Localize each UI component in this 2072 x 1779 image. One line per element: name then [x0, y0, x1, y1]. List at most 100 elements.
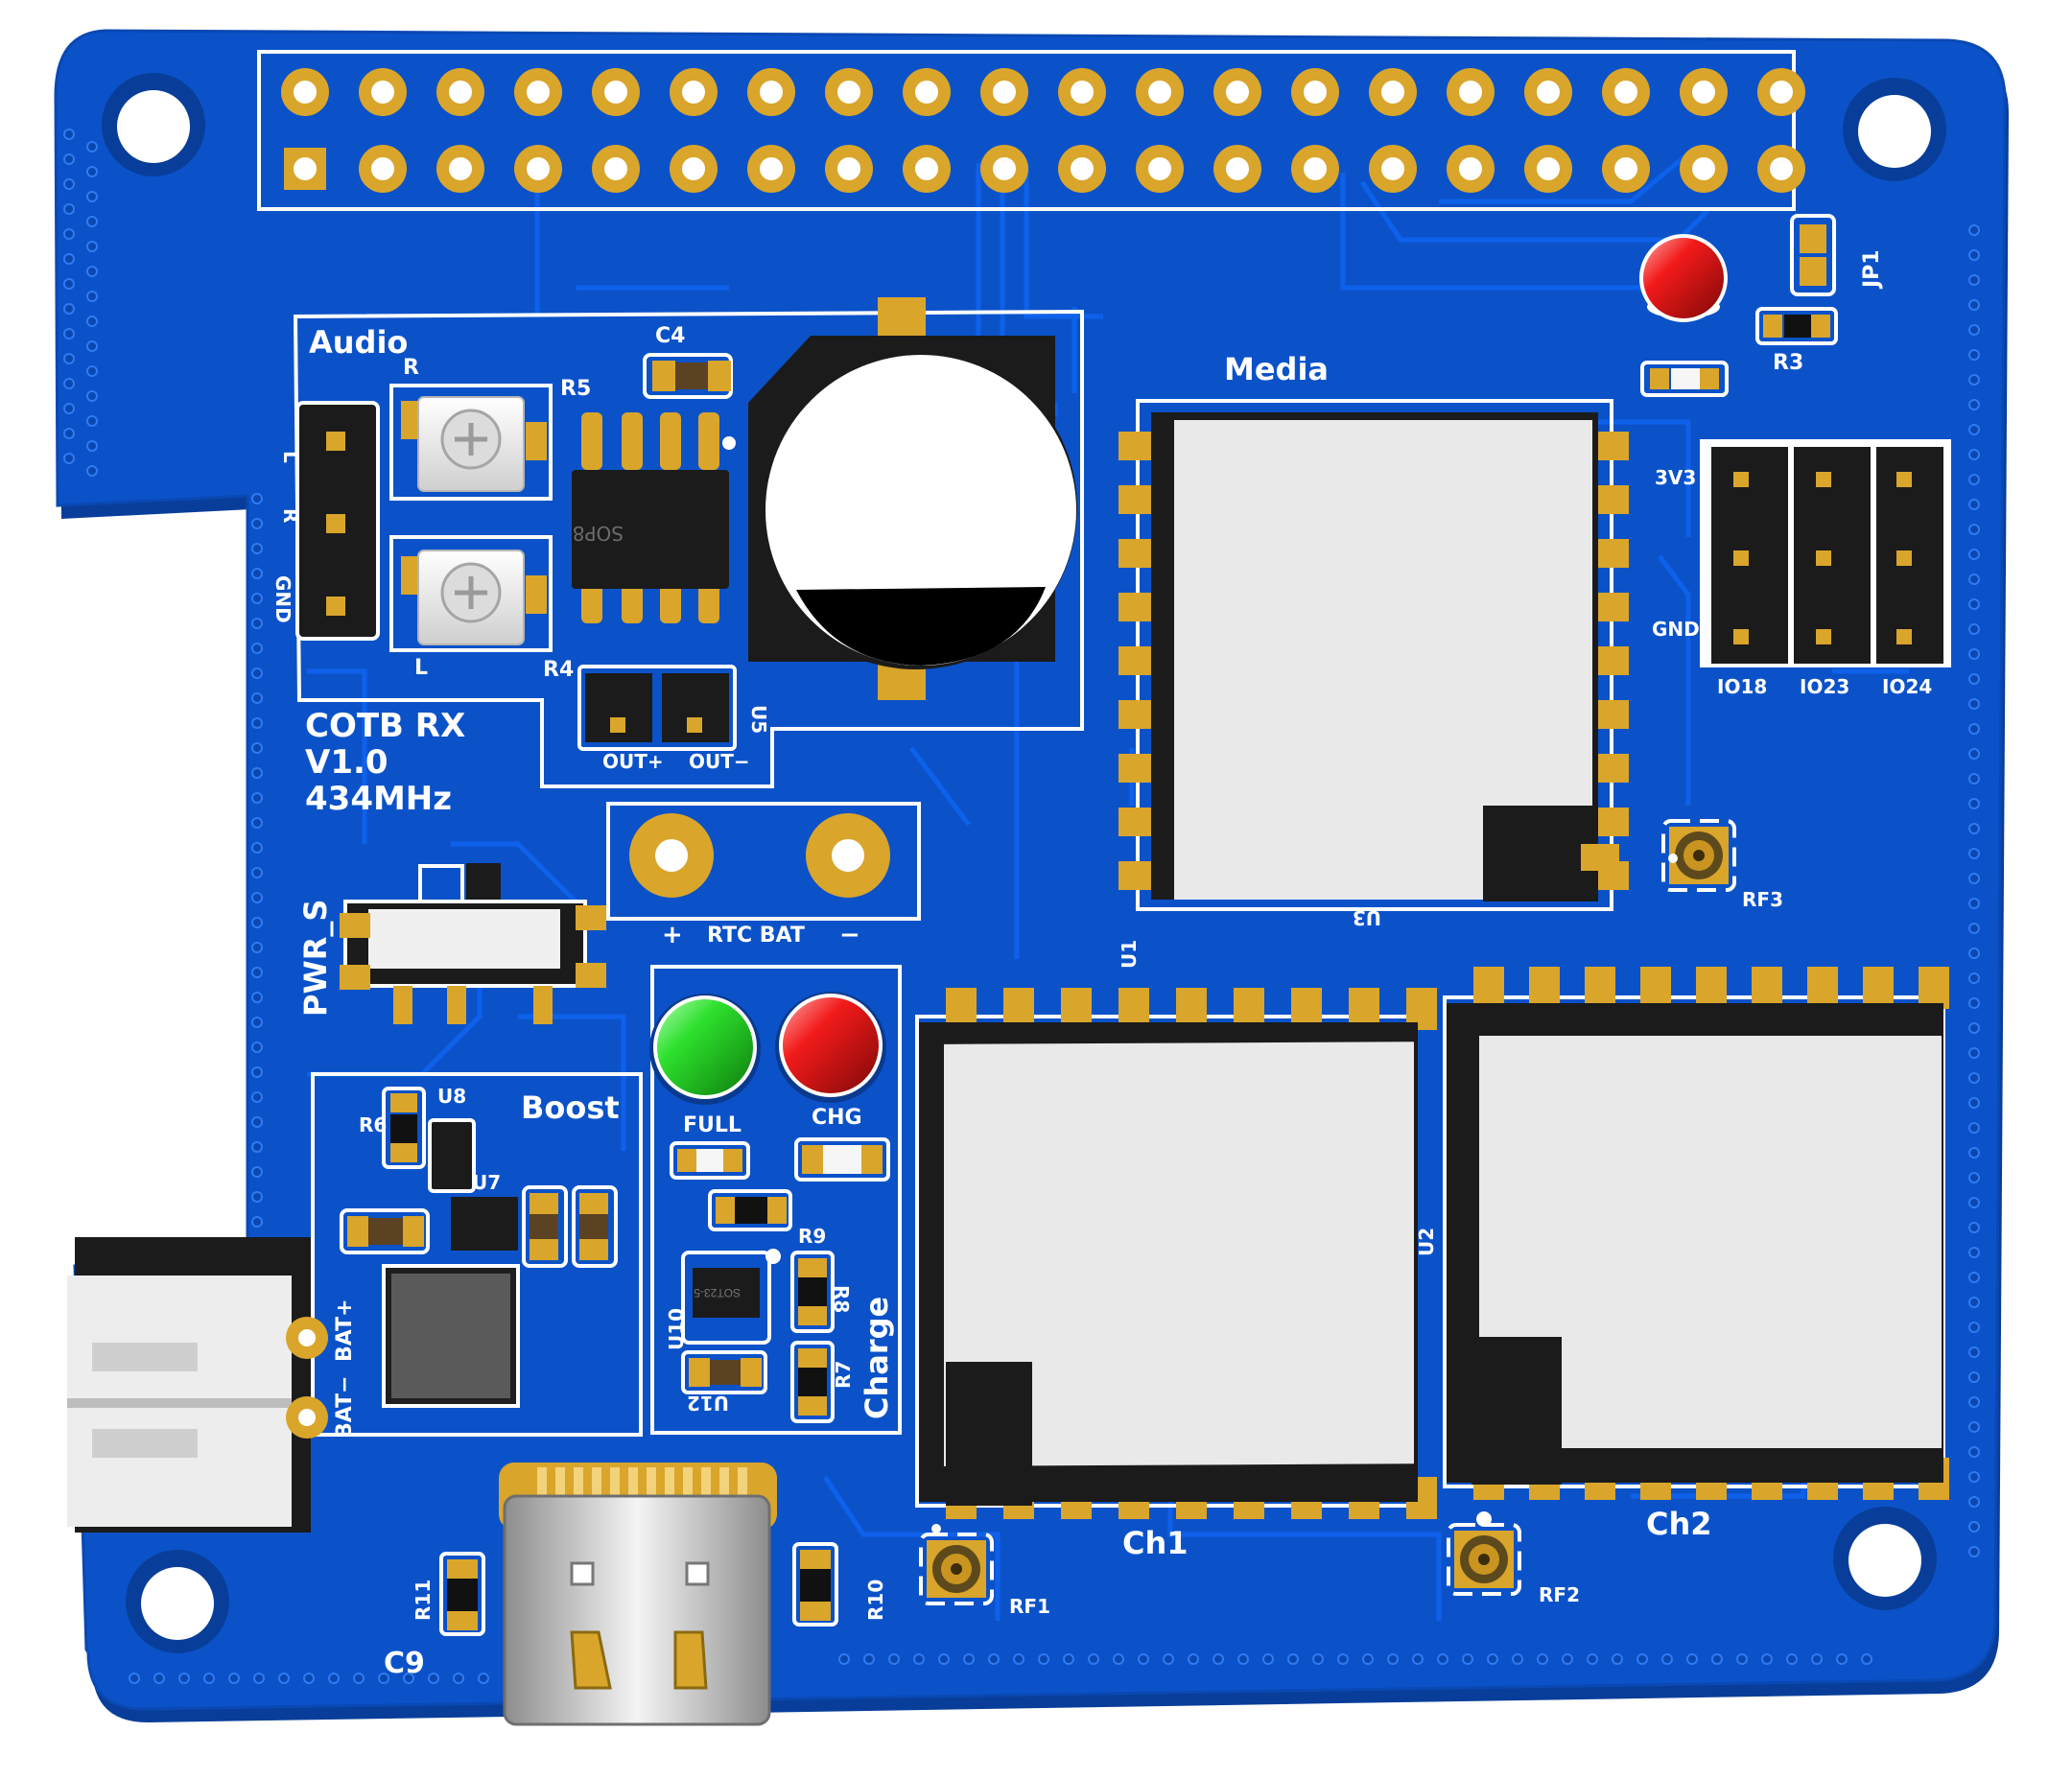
rf1-connector: RF1	[919, 1524, 1050, 1618]
via	[1968, 1297, 1980, 1308]
header-pin-hole	[604, 81, 627, 104]
via	[1262, 1653, 1274, 1665]
via	[1237, 1653, 1249, 1665]
header-pin-hole	[1381, 157, 1404, 180]
via	[86, 191, 98, 202]
audio-title: Audio	[309, 324, 408, 361]
via	[63, 453, 75, 464]
rf2-label: RF2	[1539, 1583, 1580, 1606]
board-title: COTB RX V1.0 434MHz	[305, 707, 465, 818]
usb-pin	[574, 1467, 583, 1506]
u2-pad-top	[1473, 967, 1504, 1009]
full-label: FULL	[683, 1113, 742, 1137]
r5-label: R5	[560, 377, 591, 401]
via	[1088, 1653, 1099, 1665]
ch1-module-u1: U1 Ch1	[915, 940, 1437, 1561]
via	[63, 378, 75, 389]
charge-title: Charge	[859, 1297, 895, 1419]
via	[63, 403, 75, 414]
via	[1138, 1653, 1149, 1665]
media-module-u3: Media U3	[1118, 351, 1629, 929]
via	[251, 817, 263, 829]
power-slide-switch: PWR_S	[297, 863, 606, 1024]
header-pin-hole	[1537, 81, 1560, 104]
via	[251, 942, 263, 953]
usb-pin	[719, 1467, 729, 1506]
header-pin-hole	[371, 157, 394, 180]
via	[1362, 1653, 1374, 1665]
u5-label: U5	[747, 705, 770, 734]
via	[1661, 1653, 1673, 1665]
pot-r-label: R	[403, 356, 419, 380]
via	[1968, 549, 1980, 560]
ch1-title: Ch1	[1122, 1525, 1189, 1561]
via	[251, 667, 263, 679]
u2-pad-top	[1807, 967, 1838, 1009]
via	[86, 241, 98, 252]
audio-pin-gnd: GND	[271, 575, 294, 623]
via	[1968, 573, 1980, 585]
via	[1968, 1322, 1980, 1333]
via	[1587, 1653, 1598, 1665]
via	[251, 1216, 263, 1228]
via	[1968, 474, 1980, 485]
u3-pad-right	[1594, 808, 1629, 836]
via	[86, 216, 98, 227]
via	[1711, 1653, 1723, 1665]
via	[988, 1653, 1000, 1665]
header-pin-hole	[1304, 81, 1327, 104]
out-plus-label: OUT+	[602, 750, 664, 773]
via	[251, 1166, 263, 1178]
via	[251, 1191, 263, 1203]
via	[1968, 823, 1980, 834]
via	[63, 153, 75, 165]
via	[1612, 1653, 1623, 1665]
usb-pin	[647, 1467, 656, 1506]
usb-pin	[738, 1467, 747, 1506]
header-pin-hole	[1770, 157, 1793, 180]
via	[1968, 1546, 1980, 1557]
u3-pad-left	[1118, 485, 1153, 514]
header-pin-hole	[1459, 157, 1482, 180]
pwr-s-label: PWR_S	[297, 900, 334, 1017]
sop8-chip: SOP8	[572, 412, 736, 623]
board-title-line2: V1.0	[305, 743, 388, 782]
via	[1968, 324, 1980, 336]
via	[251, 842, 263, 854]
audio-pin-l: L	[279, 451, 302, 463]
u2-pad-top	[1696, 967, 1727, 1009]
usb-pin	[683, 1467, 693, 1506]
mounting-holes	[102, 73, 1946, 1653]
via	[1387, 1653, 1399, 1665]
via	[251, 1017, 263, 1028]
jp1-jumper: JP1	[1790, 214, 1884, 296]
sop8-marking: SOP8	[573, 522, 624, 545]
via	[1968, 1197, 1980, 1208]
via	[1786, 1653, 1798, 1665]
pot-l-label: L	[414, 656, 428, 680]
via	[1968, 1421, 1980, 1433]
c4-label: C4	[655, 324, 685, 348]
via	[251, 593, 263, 604]
boost-section: Boost U8 R6 U7	[311, 1072, 643, 1437]
via	[1968, 748, 1980, 760]
via	[251, 1042, 263, 1053]
via	[1562, 1653, 1573, 1665]
via	[1736, 1653, 1748, 1665]
u2-pad-top	[1585, 967, 1615, 1009]
rtc-bat-pads: + RTC BAT −	[606, 802, 921, 949]
usb-pin	[701, 1467, 711, 1506]
header-pin-hole	[1459, 81, 1482, 104]
via	[251, 892, 263, 903]
header-pin-hole	[837, 157, 860, 180]
io-pin	[1733, 629, 1749, 644]
u3-pad-left	[1118, 861, 1153, 890]
copper-traces	[307, 152, 1909, 1621]
via	[63, 278, 75, 290]
header-pin-hole	[294, 157, 317, 180]
via	[153, 1673, 165, 1684]
via	[1968, 524, 1980, 535]
via	[1163, 1653, 1174, 1665]
charge-section: Charge FULL CHG R9 SOT23-5 R8 R7 U10 U12	[649, 965, 902, 1435]
